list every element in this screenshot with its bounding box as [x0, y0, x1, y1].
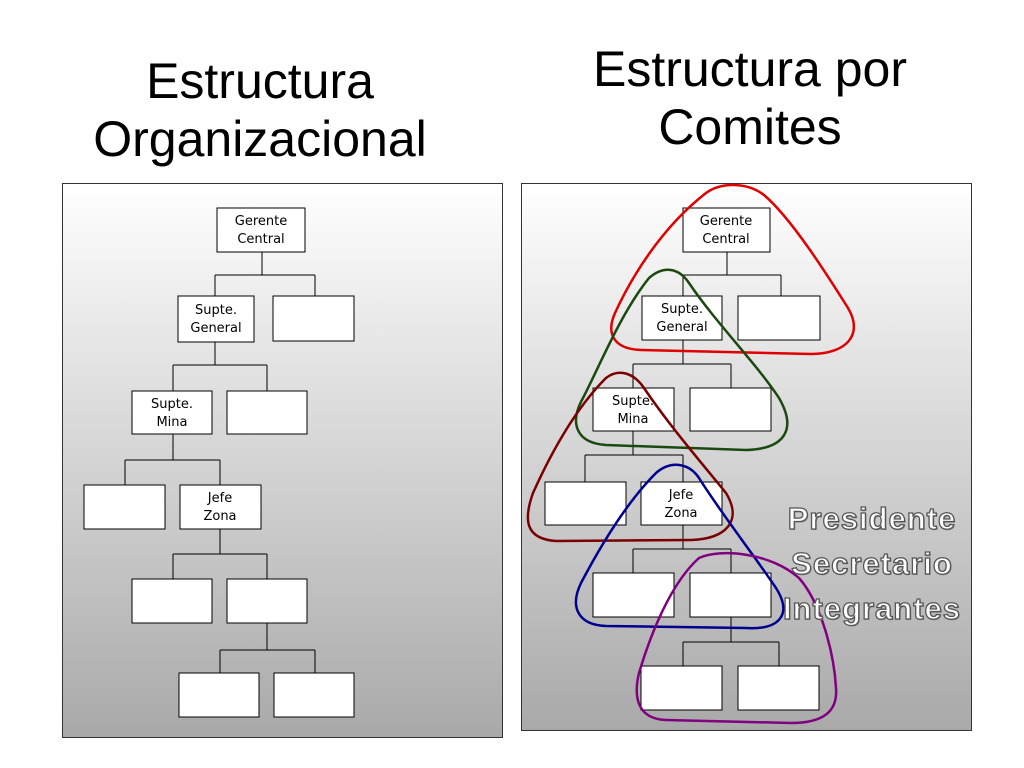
label-zona: Zona: [203, 509, 236, 524]
label-supte: Supte.: [612, 394, 654, 409]
committee-box-empty: [640, 665, 723, 711]
title-right-line2: Comites: [658, 99, 842, 155]
org-box-empty: [272, 295, 355, 342]
label-supte: Supte.: [151, 397, 193, 412]
title-estructura-comites: Estructura por Comites: [530, 40, 970, 156]
committee-chart-panel: Gerente Central Supte. General Supte. Mi…: [521, 183, 972, 731]
label-gerente: Gerente: [235, 214, 287, 229]
committee-connectors: [584, 252, 782, 666]
role-secretario: Secretario: [791, 545, 953, 581]
committee-roles-legend: Presidente Secretario Integrantes: [752, 496, 992, 631]
label-general: General: [190, 321, 241, 336]
org-box-gerente-central: Gerente Central: [216, 207, 306, 253]
committee-box-gerente-central: Gerente Central: [682, 207, 771, 253]
committee-box-empty: [737, 665, 820, 711]
committee-box-empty: [544, 481, 627, 526]
org-box-jefe-zona: Jefe Zona: [179, 484, 262, 530]
org-box-empty: [226, 578, 308, 624]
label-supte: Supte.: [195, 303, 237, 318]
panel-background: [521, 183, 972, 731]
committee-box-empty: [737, 295, 821, 341]
label-mina: Mina: [156, 415, 187, 430]
label-gerente: Gerente: [700, 214, 752, 229]
title-estructura-organizacional: Estructura Organizacional: [40, 52, 480, 168]
title-left-line1: Estructura: [146, 53, 374, 109]
committee-box-supte-mina: Supte. Mina: [592, 387, 675, 432]
label-central: Central: [237, 232, 284, 247]
title-right-line1: Estructura por: [592, 41, 907, 97]
org-connectors: [124, 252, 316, 673]
label-mina: Mina: [617, 412, 648, 427]
committee-loop-red: [610, 183, 855, 356]
org-box-empty: [178, 672, 260, 718]
label-zona: Zona: [664, 506, 697, 521]
committee-box-supte-general: Supte. General: [641, 295, 723, 341]
label-central: Central: [702, 232, 749, 247]
committee-loop-maroon: [526, 371, 734, 543]
org-box-empty: [131, 578, 213, 624]
org-box-empty: [83, 484, 166, 530]
committee-loop-blue: [574, 463, 785, 630]
title-left-line2: Organizacional: [93, 111, 427, 167]
committee-box-empty: [689, 387, 772, 432]
org-box-empty: [273, 672, 355, 718]
committee-box-empty: [592, 572, 675, 618]
label-jefe: Jefe: [207, 491, 232, 506]
org-box-supte-general: Supte. General: [177, 295, 255, 343]
org-chart-panel: Gerente Central Supte. General Supte. Mi…: [62, 183, 503, 738]
committee-box-jefe-zona: Jefe Zona: [640, 481, 723, 526]
committee-loop-purple: [635, 552, 838, 725]
role-integrantes: Integrantes: [782, 590, 962, 626]
label-general: General: [656, 320, 707, 335]
committee-box-empty: [689, 572, 772, 618]
committee-loop-green: [574, 268, 789, 452]
label-supte: Supte.: [661, 302, 703, 317]
org-box-empty: [226, 390, 308, 435]
org-box-supte-mina: Supte. Mina: [131, 390, 213, 435]
label-jefe: Jefe: [668, 488, 693, 503]
role-presidente: Presidente: [787, 500, 957, 536]
